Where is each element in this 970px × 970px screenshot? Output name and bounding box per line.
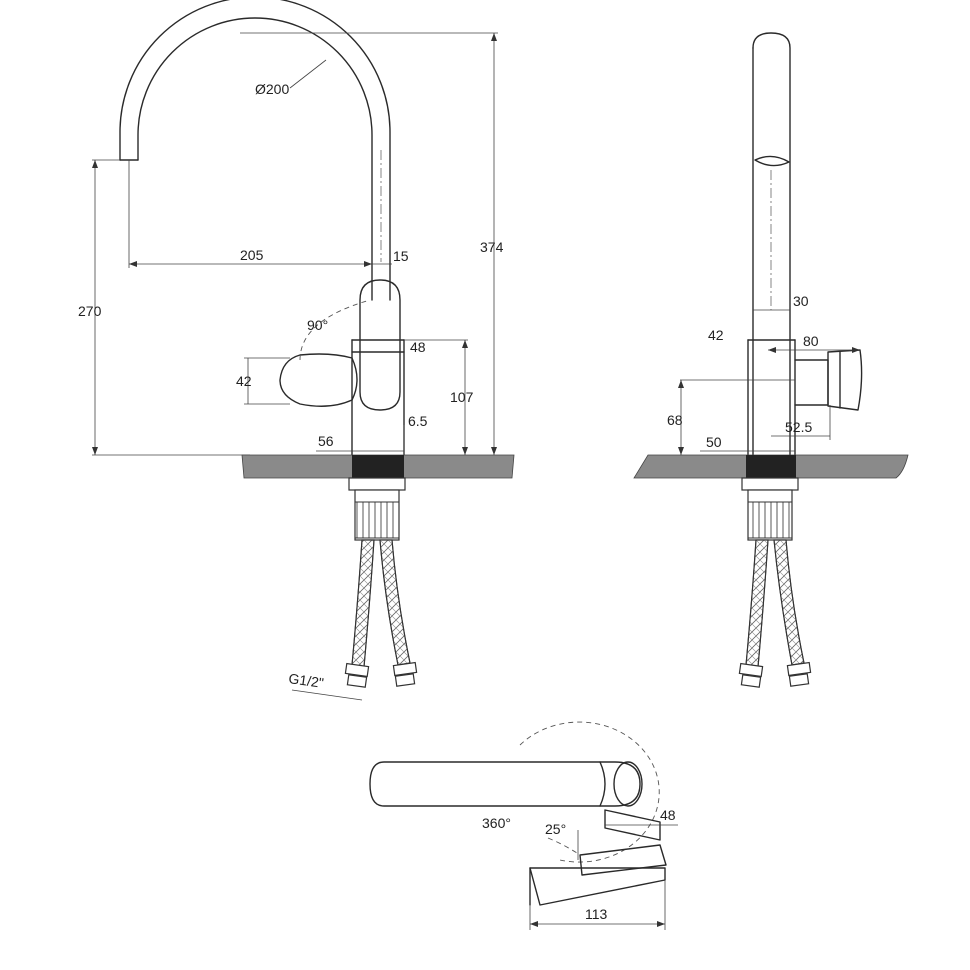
dim-side-pipe: 30 <box>793 293 809 309</box>
side-view: 30 42 80 68 52.5 50 <box>633 32 909 688</box>
dim-overall-height: 374 <box>480 239 504 255</box>
dim-spout-reach: 205 <box>240 247 264 263</box>
dim-top-lever-length: 113 <box>585 906 608 922</box>
rotation-circle <box>519 721 660 863</box>
dim-rotation: 360° <box>482 815 511 831</box>
dim-lever-rotation: 25° <box>545 821 566 837</box>
dim-spout-tip: 15 <box>393 248 409 264</box>
dim-lever-height: 42 <box>236 373 252 389</box>
dim-side-lever-reach: 80 <box>803 333 819 349</box>
front-view: Ø200 374 270 205 15 90° <box>78 0 515 701</box>
dim-side-base: 50 <box>706 434 722 450</box>
dim-lever-angle: 90° <box>307 317 328 333</box>
dim-gap: 6.5 <box>408 413 428 429</box>
dim-base-diameter: 56 <box>318 433 334 449</box>
dim-body-height: 107 <box>450 389 474 405</box>
dim-side-lever-offset: 52.5 <box>785 419 812 435</box>
spout-outer <box>119 0 391 301</box>
dim-top-collar: 48 <box>660 807 676 823</box>
dim-lever-collar: 48 <box>410 339 426 355</box>
dim-thread: G1/2" <box>288 670 325 691</box>
top-spout <box>369 761 641 807</box>
side-spout <box>752 32 791 456</box>
top-view: 360° 25° 48 113 <box>369 721 678 930</box>
lever-handle <box>359 279 401 411</box>
dim-arc-diameter: Ø200 <box>255 81 289 97</box>
dim-side-lever-height: 68 <box>667 412 683 428</box>
side-lever <box>827 349 863 411</box>
dim-spout-height: 270 <box>78 303 102 319</box>
dim-side-body: 42 <box>708 327 724 343</box>
spout-inner <box>137 17 373 301</box>
